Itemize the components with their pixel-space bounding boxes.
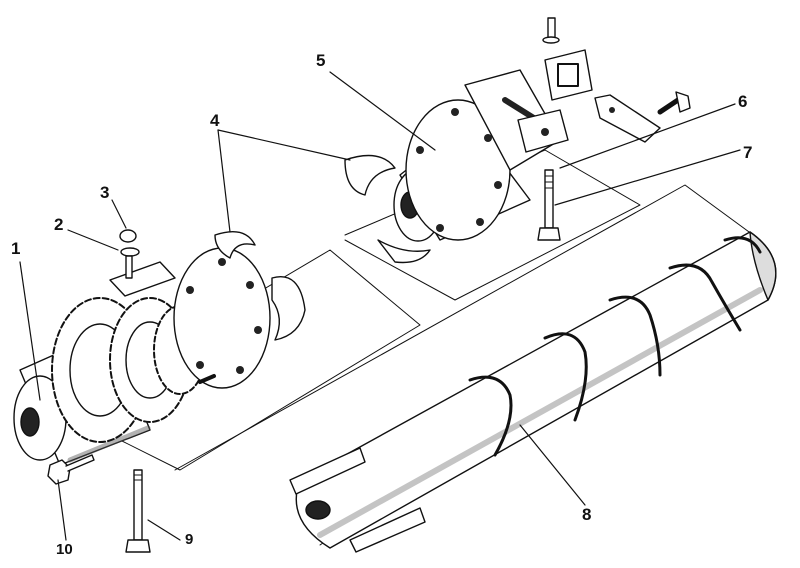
- callout-1: 1: [11, 239, 21, 258]
- hex-bolt-head: [47, 459, 71, 485]
- right-washer-plate-2: [377, 239, 431, 264]
- auger-flight-2: [543, 332, 588, 422]
- callout-5: 5: [316, 51, 326, 70]
- washer-part-2: [120, 247, 140, 257]
- left-assembly: [13, 229, 306, 466]
- leader-4b: [217, 129, 231, 233]
- left-clamp-bracket: [109, 261, 176, 297]
- left-flange-holes: [186, 258, 262, 374]
- leader-3: [111, 199, 127, 229]
- auger-tube-shading: [317, 287, 763, 538]
- leader-1: [19, 261, 41, 401]
- callout-9: 9: [185, 531, 194, 548]
- auger-slot-lower: [349, 507, 426, 553]
- hex-bolt-shank: [65, 454, 95, 472]
- top-screw: [547, 17, 556, 39]
- vertical-bolt-part-7: [544, 169, 554, 229]
- auger-flight-5: [723, 236, 762, 254]
- left-washer-plate-2: [271, 276, 306, 341]
- callout-10: 10: [56, 541, 73, 558]
- long-bolt-thread: [133, 469, 143, 481]
- top-screw-washer: [542, 36, 560, 44]
- leader-7: [554, 149, 741, 206]
- auger-flight-1: [468, 375, 513, 457]
- right-washer-plate-1: [344, 154, 396, 196]
- side-bolt: [198, 374, 216, 384]
- callout-3: 3: [100, 183, 110, 202]
- leader-5: [329, 71, 436, 151]
- leader-6: [559, 103, 736, 169]
- left-washer-plate-1: [214, 231, 256, 259]
- square-socket-hole: [557, 63, 579, 87]
- right-flange-holes: [416, 108, 502, 232]
- hex-bolt: [47, 454, 95, 485]
- bracket-bolt-part-6: [657, 97, 681, 115]
- auger-flight-3: [608, 295, 662, 377]
- bracket-plate-part-6: [594, 94, 661, 143]
- vertical-bolt-head: [537, 227, 561, 241]
- auger-tube-body: [295, 231, 777, 549]
- auger-tube-end: [749, 231, 777, 301]
- left-flange: [173, 247, 271, 389]
- leader-9: [147, 519, 181, 541]
- leader-8: [519, 424, 586, 506]
- leader-2: [67, 229, 119, 251]
- callout-8: 8: [582, 505, 592, 524]
- long-bolt-head: [125, 539, 151, 553]
- clamp-block-hole: [541, 128, 549, 136]
- bracket-plate-hole: [609, 107, 615, 113]
- auger-bore: [305, 500, 331, 520]
- long-bolt: [125, 469, 151, 553]
- callout-6: 6: [738, 92, 748, 111]
- leader-lines: [19, 71, 741, 541]
- bracket-bolt-head: [675, 91, 691, 113]
- callout-4: 4: [210, 111, 220, 130]
- left-hub-shading: [67, 425, 151, 463]
- callout-7: 7: [743, 143, 753, 162]
- callout-2: 2: [54, 215, 64, 234]
- left-hub-bore: [20, 407, 40, 437]
- auger-slot-upper: [289, 447, 366, 495]
- auger-flight-4: [668, 263, 742, 332]
- leader-4a: [217, 129, 351, 161]
- right-assembly: [344, 17, 691, 264]
- nut-part-3: [119, 229, 137, 243]
- leader-10: [57, 479, 67, 541]
- vertical-bolt-thread: [544, 175, 554, 189]
- auger-shaft: [289, 231, 777, 553]
- stud-left: [125, 255, 133, 279]
